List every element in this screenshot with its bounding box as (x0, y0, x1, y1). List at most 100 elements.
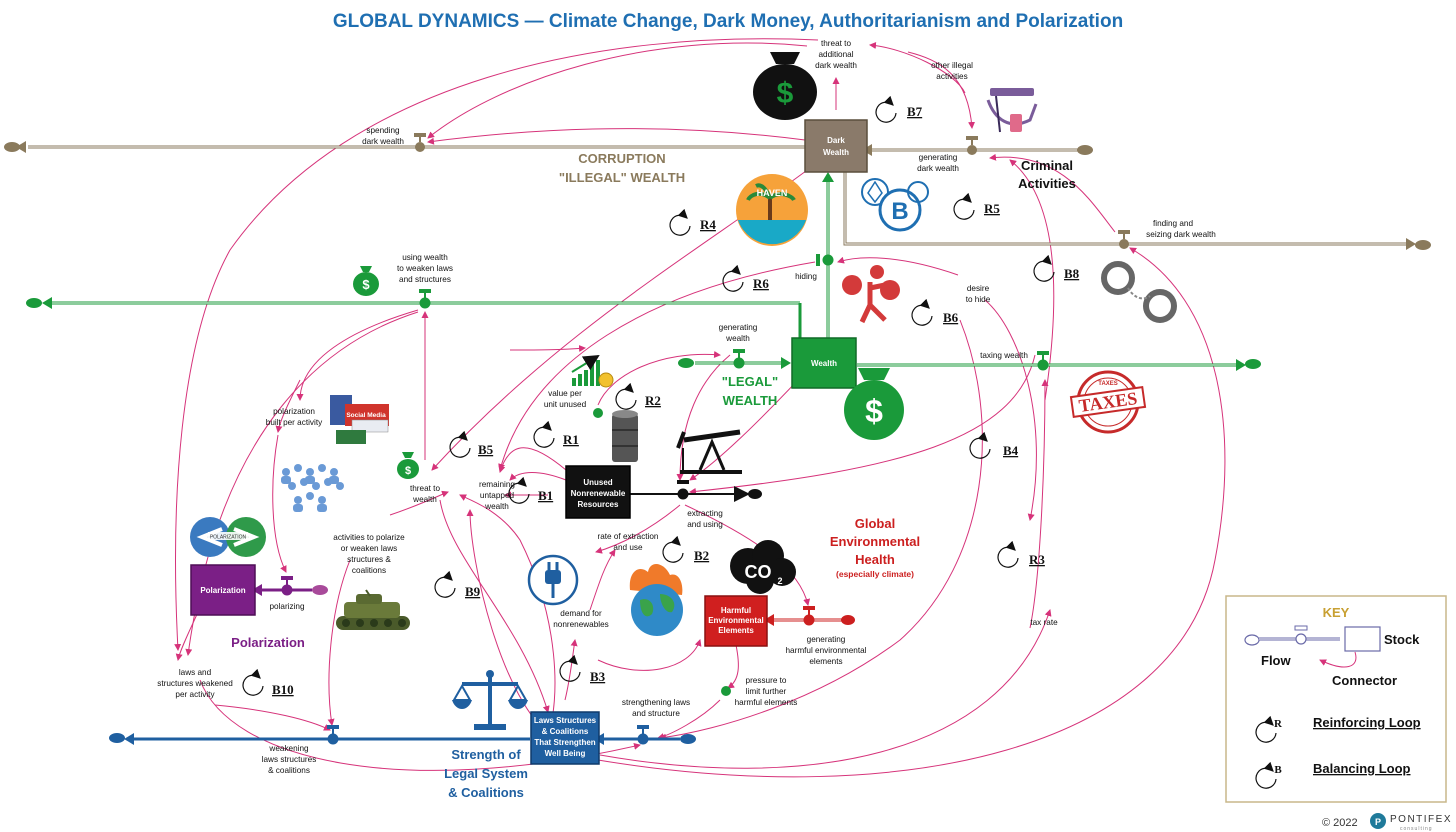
key-flow-label: Flow (1261, 653, 1291, 668)
svg-text:polarizing: polarizing (269, 602, 304, 611)
key-connector-label: Connector (1332, 673, 1397, 688)
stock-polarization: Polarization (190, 564, 256, 616)
svg-text:$: $ (865, 393, 883, 429)
svg-text:& Coalitions: & Coalitions (542, 727, 589, 736)
svg-text:to hide: to hide (966, 295, 991, 304)
svg-text:generating: generating (719, 323, 758, 332)
section-especially-climate: (especially climate) (836, 569, 914, 579)
loop-R4: R4 (669, 208, 716, 236)
page-title: GLOBAL DYNAMICS — Climate Change, Dark M… (333, 11, 1123, 32)
svg-text:P: P (1375, 817, 1381, 827)
cloud-sink-icon (109, 733, 125, 743)
cloud-sink-icon (1245, 359, 1261, 369)
loop-B7: B7 (875, 95, 923, 123)
small-money-bag-icon: $ (353, 266, 379, 296)
copyright: © 2022 (1322, 817, 1358, 829)
stock-unused-resources: Unused Nonrenewable Resources (565, 465, 631, 519)
svg-text:wealth: wealth (725, 334, 750, 343)
connectors (174, 38, 1226, 778)
svg-text:unit unused: unit unused (544, 400, 587, 409)
svg-text:to weaken laws: to weaken laws (397, 264, 453, 273)
cloud-sink-icon (26, 298, 42, 308)
svg-text:seizing dark wealth: seizing dark wealth (1146, 230, 1216, 239)
svg-text:other illegal: other illegal (931, 61, 973, 70)
svg-text:rate of extraction: rate of extraction (598, 532, 659, 541)
section-global: Global (855, 516, 895, 531)
money-bag-icon: $ (753, 52, 817, 120)
svg-text:B1: B1 (538, 488, 553, 503)
svg-text:taxing wealth: taxing wealth (980, 351, 1028, 360)
svg-text:2: 2 (777, 576, 782, 586)
svg-text:demand for: demand for (560, 609, 602, 618)
stock-harmful-elements: Harmful Environmental Elements (704, 595, 768, 647)
svg-text:Nonrenewable: Nonrenewable (571, 489, 626, 498)
svg-text:B6: B6 (943, 310, 959, 325)
svg-text:Well Being: Well Being (545, 749, 586, 758)
cloud-source-icon (678, 358, 694, 368)
svg-text:$: $ (777, 77, 794, 110)
svg-text:Environmental: Environmental (708, 616, 764, 625)
svg-text:TAXES: TAXES (1078, 388, 1139, 416)
stock-wealth: Wealth (791, 337, 857, 389)
small-money-bag-icon: $ (397, 452, 419, 479)
spending-dark-wealth-valve (414, 133, 426, 152)
brand-sub: consulting (1400, 826, 1433, 832)
svg-text:coalitions: coalitions (352, 566, 386, 575)
svg-text:per activity: per activity (175, 690, 215, 699)
svg-text:dark wealth: dark wealth (815, 61, 857, 70)
loop-R6: R6 (722, 264, 769, 292)
svg-text:Social Media: Social Media (346, 412, 386, 419)
loop-R1: R1 (533, 420, 579, 448)
pontifex-logo-icon (1370, 813, 1386, 829)
svg-text:That Strengthen: That Strengthen (534, 738, 595, 747)
svg-text:R2: R2 (645, 393, 661, 408)
generating-harmful-valve (803, 606, 815, 626)
oil-barrel-icon (612, 410, 638, 462)
loop-B9: B9 (434, 570, 481, 599)
svg-text:B: B (1274, 764, 1282, 776)
tank-icon (336, 589, 410, 630)
extraction-flow (630, 480, 762, 502)
taxes-stamp-icon: TAXES TAXES (1069, 370, 1147, 434)
loop-R2: R2 (615, 382, 661, 410)
svg-text:untapped: untapped (480, 491, 515, 500)
co2-cloud-icon: CO 2 (730, 540, 796, 594)
svg-text:Harmful: Harmful (721, 606, 751, 615)
thief-with-money-bags-icon (842, 265, 900, 324)
svg-text:threat to: threat to (410, 484, 440, 493)
svg-text:nonrenewables: nonrenewables (553, 620, 609, 629)
svg-text:hiding: hiding (795, 272, 817, 281)
svg-text:$: $ (405, 465, 411, 477)
generating-dark-wealth-valve (966, 136, 978, 155)
svg-text:CO: CO (745, 562, 772, 582)
svg-text:generating: generating (807, 635, 846, 644)
svg-text:generating: generating (919, 153, 958, 162)
svg-text:Laws Structures: Laws Structures (534, 716, 597, 725)
svg-text:harmful elements: harmful elements (735, 698, 798, 707)
section-strength-of: Strength of (451, 747, 521, 762)
dark-wealth-flows (4, 133, 1431, 250)
svg-text:polarization: polarization (273, 407, 315, 416)
loop-B1: B1 (508, 476, 553, 504)
section-corruption: CORRUPTION (578, 151, 665, 166)
finding-seizing-valve (1118, 230, 1130, 249)
power-plug-icon (527, 554, 579, 606)
wealth-money-bag-icon: $ (844, 368, 904, 440)
loop-B6: B6 (911, 298, 959, 326)
svg-text:laws and: laws and (179, 668, 212, 677)
svg-text:Resources: Resources (578, 500, 619, 509)
section-legal-wealth: WEALTH (723, 393, 778, 408)
scales-of-justice-icon (452, 670, 528, 730)
svg-text:strengthening laws: strengthening laws (622, 698, 690, 707)
loop-markers: B7 R4 R5 R6 B6 B8 R2 R1 B5 B1 B4 B2 R3 B… (242, 95, 1080, 697)
polarizing-valve (281, 576, 293, 596)
svg-text:R4: R4 (700, 217, 716, 232)
svg-text:Wealth: Wealth (823, 148, 849, 157)
strengthening-valve (637, 725, 649, 745)
section-environmental: Environmental (830, 534, 920, 549)
section-coalitions: & Coalitions (448, 785, 524, 800)
loop-B3: B3 (559, 654, 606, 684)
svg-text:laws structures: laws structures (262, 755, 317, 764)
people-crowd-icon (281, 464, 344, 512)
svg-text:HAVEN: HAVEN (757, 188, 788, 198)
